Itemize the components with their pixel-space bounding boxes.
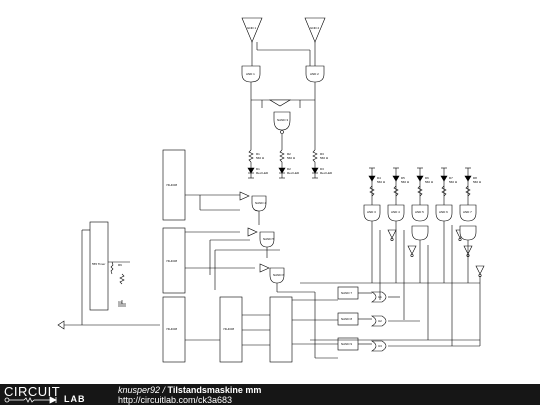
and-gate-6[interactable]: AND 6 xyxy=(435,204,453,222)
nand-gate-5[interactable]: NAND 5 xyxy=(247,227,274,248)
led-d3-name: D3 xyxy=(320,167,324,171)
and-gate-5-label: AND 5 xyxy=(415,210,424,214)
resistor-r2-name: R2 xyxy=(287,152,291,156)
right-led-d5[interactable]: D5 560 Ω xyxy=(392,168,410,205)
nand-gate-4-label: NAND 4 xyxy=(255,201,266,205)
xor-gate-u2-label: U2 xyxy=(378,319,382,323)
led-d3-value: Red LED xyxy=(320,171,333,175)
right-led-d7[interactable]: D7 560 Ω xyxy=(440,168,458,205)
right-led-d6-value: 560 Ω xyxy=(425,180,434,184)
title-line: knusper92 / Tilstandsmaskine mm xyxy=(118,385,261,395)
resistor-r3[interactable]: R3 560 Ω xyxy=(312,149,329,163)
resistor-r1[interactable]: R1 560 Ω xyxy=(248,149,265,163)
resistor-r3-value: 560 Ω xyxy=(320,156,329,160)
xor-gate-u3-label: U3 xyxy=(378,344,382,348)
logo-top-text: CIRCUIT xyxy=(4,384,61,399)
and-gate-4[interactable]: AND 4 xyxy=(387,204,405,222)
and-gate-7-label: AND 7 xyxy=(463,210,472,214)
timer-ic-label: 555 Timer xyxy=(92,262,105,266)
nand-gate-7-label: NAND 7 xyxy=(341,291,352,295)
nand-gate-5-label: NAND 5 xyxy=(263,237,274,241)
top-gate-1[interactable]: AND 1 xyxy=(241,65,261,83)
xor-gate-u3[interactable]: U3 xyxy=(370,340,387,352)
resistor-r2[interactable]: R2 560 Ω xyxy=(279,149,296,163)
source-2-label: GND 2 xyxy=(310,26,320,30)
circuitlab-logo[interactable]: CIRCUIT LAB xyxy=(4,384,100,404)
right-led-d8-name: D8 xyxy=(473,176,477,180)
ic-u5[interactable] xyxy=(269,296,293,363)
nand-gate-9-label: NAND 9 xyxy=(341,342,352,346)
right-led-d7-value: 560 Ω xyxy=(449,180,458,184)
schematic-canvas[interactable]: GND 1 GND 2 AND 1 AND 2 NAND 3 xyxy=(0,0,540,384)
ic-u4[interactable]: 74HC08 xyxy=(219,296,243,363)
and-gate-6-label: AND 6 xyxy=(439,210,448,214)
ic-u4-label: 74HC08 xyxy=(223,327,234,331)
source-1-label: GND 1 xyxy=(247,26,257,30)
and-gate-3[interactable]: AND 3 xyxy=(363,204,381,222)
nand-gate-3-label: NAND 3 xyxy=(277,118,288,122)
right-led-d6-name: D6 xyxy=(425,176,429,180)
right-led-d4-value: 560 Ω xyxy=(377,180,386,184)
top-gate-2[interactable]: AND 2 xyxy=(305,65,325,83)
source-1[interactable]: GND 1 xyxy=(241,17,263,66)
timer-ic[interactable]: 555 Timer xyxy=(89,221,109,311)
nand-gate-3[interactable]: NAND 3 xyxy=(273,111,291,134)
and-gate-3-label: AND 3 xyxy=(367,210,376,214)
and-gate-5[interactable]: AND 5 xyxy=(411,204,429,222)
ic-u3[interactable]: 74HC08 xyxy=(162,296,186,363)
resistor-r2-value: 560 Ω xyxy=(287,156,296,160)
resistor-r1-value: 560 Ω xyxy=(256,156,265,160)
logo-lab-text: LAB xyxy=(64,394,86,404)
led-d1-value: Red LED xyxy=(256,171,269,175)
nand-gate-7[interactable]: NAND 7 xyxy=(337,286,359,300)
timer-r9: R9 xyxy=(118,263,122,267)
ic-u2-label: 74HC08 xyxy=(166,259,177,263)
resistor-r1-name: R1 xyxy=(256,152,260,156)
right-led-d6[interactable]: D6 560 Ω xyxy=(416,168,434,205)
ic-u3-label: 74HC08 xyxy=(166,327,177,331)
led-d2-value: Red LED xyxy=(287,171,300,175)
right-led-d8[interactable]: D8 560 Ω xyxy=(464,168,482,205)
right-led-d7-name: D7 xyxy=(449,176,453,180)
circuit-url[interactable]: http://circuitlab.com/ck3a683 xyxy=(118,395,233,405)
xor-gate-u1[interactable]: U1 xyxy=(370,291,387,303)
timer-c1: C1 xyxy=(118,300,122,304)
nand-gate-8-label: NAND 8 xyxy=(341,317,352,321)
right-led-d5-name: D5 xyxy=(401,176,405,180)
title-separator: / xyxy=(160,385,168,395)
author-link[interactable]: knusper92 xyxy=(118,385,161,395)
ic-u2[interactable]: 74HC08 xyxy=(162,227,186,294)
right-led-d5-value: 560 Ω xyxy=(401,180,410,184)
and-gate-4-label: AND 4 xyxy=(391,210,400,214)
led-d1-name: D1 xyxy=(256,167,260,171)
circuit-title[interactable]: Tilstandsmaskine mm xyxy=(167,385,262,395)
ic-u1[interactable]: 74HC08 xyxy=(162,149,186,221)
footer-bar: CIRCUIT LAB knusper92 / Tilstandsmaskine… xyxy=(0,384,540,405)
right-led-d4[interactable]: D4 560 Ω xyxy=(368,168,386,205)
logo-circuit-trace-icon xyxy=(4,396,57,404)
nand-gate-6-label: NAND 6 xyxy=(273,273,284,277)
right-led-d8-value: 560 Ω xyxy=(473,180,482,184)
ic-u1-label: 74HC08 xyxy=(166,183,177,187)
nand-gate-6[interactable]: NAND 6 xyxy=(259,263,284,284)
led-d2-name: D2 xyxy=(287,167,291,171)
xor-gate-u2[interactable]: U2 xyxy=(370,315,387,327)
and-gate-7[interactable]: AND 7 xyxy=(459,204,477,222)
top-gate-2-label: AND 2 xyxy=(310,72,319,76)
nand-gate-8[interactable]: NAND 8 xyxy=(337,312,359,326)
resistor-r3-name: R3 xyxy=(320,152,324,156)
nand-gate-4[interactable]: NAND 4 xyxy=(239,191,266,212)
right-led-d4-name: D4 xyxy=(377,176,381,180)
top-gate-1-label: AND 1 xyxy=(246,72,255,76)
source-2[interactable]: GND 2 xyxy=(304,17,326,66)
